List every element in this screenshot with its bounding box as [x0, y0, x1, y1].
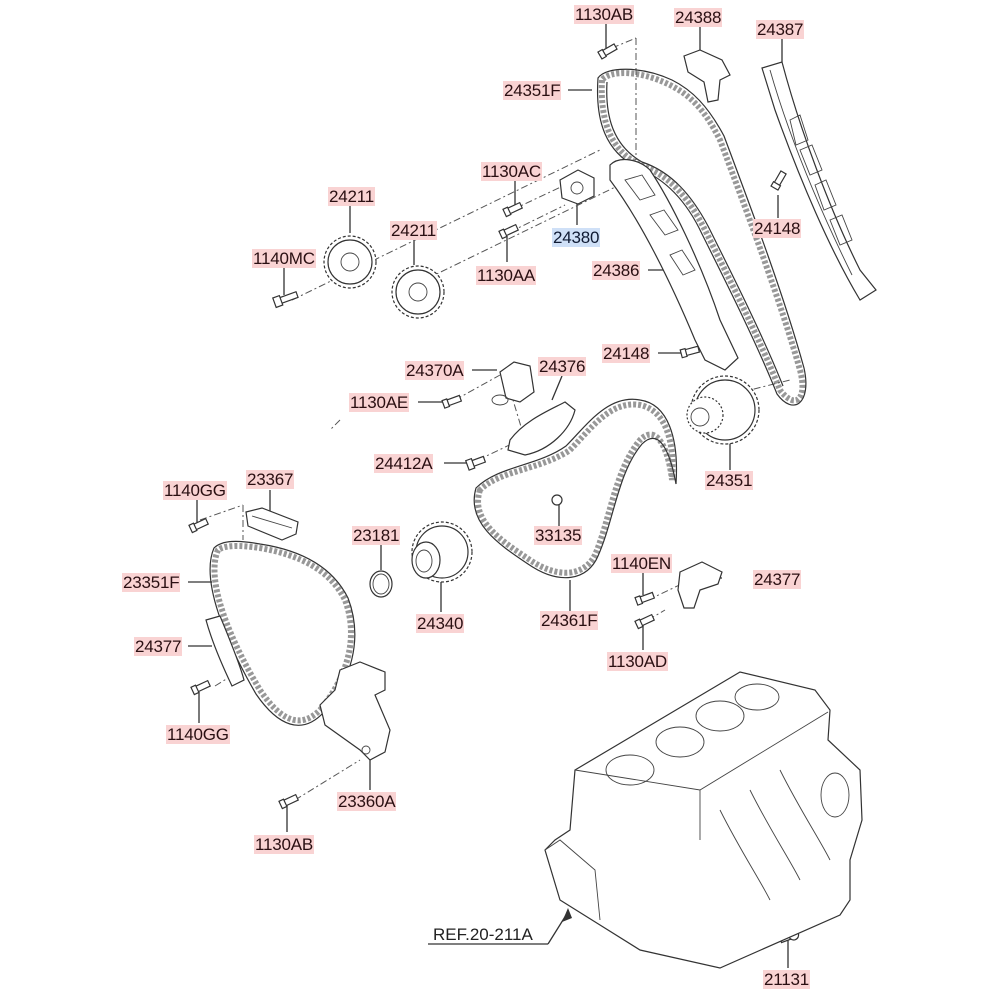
- tensioner-23360a: [319, 661, 391, 761]
- chain-guide-24388: [683, 49, 731, 103]
- sprocket-24351: [686, 375, 760, 445]
- tensioner-24370a: [491, 361, 535, 406]
- part-label-24148-mid[interactable]: 24148: [602, 344, 651, 363]
- part-label-1140gg-top[interactable]: 1140GG: [163, 481, 227, 500]
- bolts: [188, 43, 800, 944]
- part-label-24377-left[interactable]: 24377: [134, 637, 183, 656]
- part-label-1130ab-top[interactable]: 1130AB: [574, 5, 635, 24]
- sprocket-24340: [411, 521, 473, 583]
- part-label-24377-right[interactable]: 24377: [753, 570, 802, 589]
- part-label-1140mc[interactable]: 1140MC: [252, 249, 316, 268]
- part-label-1140gg-bottom[interactable]: 1140GG: [166, 725, 230, 744]
- part-label-1130ad[interactable]: 1130AD: [607, 652, 668, 671]
- part-label-1130ae[interactable]: 1130AE: [349, 393, 410, 412]
- part-label-24412a[interactable]: 24412A: [374, 454, 434, 473]
- part-label-21131[interactable]: 21131: [763, 970, 811, 989]
- part-label-23351f[interactable]: 23351F: [122, 573, 181, 592]
- part-label-24387[interactable]: 24387: [756, 20, 805, 39]
- chain-guide-24377-left: [205, 615, 245, 687]
- part-label-24211-b[interactable]: 24211: [390, 221, 438, 240]
- part-label-24380[interactable]: 24380: [552, 228, 601, 247]
- part-label-23181[interactable]: 23181: [352, 526, 401, 545]
- part-label-24376[interactable]: 24376: [538, 357, 587, 376]
- part-label-24211-a[interactable]: 24211: [328, 187, 376, 206]
- part-label-33135[interactable]: 33135: [534, 526, 583, 545]
- part-label-1140en[interactable]: 1140EN: [611, 554, 672, 573]
- part-label-24388[interactable]: 24388: [674, 8, 723, 27]
- part-label-24386[interactable]: 24386: [592, 261, 641, 280]
- part-label-1130ac[interactable]: 1130AC: [481, 162, 542, 181]
- gears-24211: [323, 235, 445, 319]
- reference-arrow: [428, 908, 572, 945]
- chain-guide-23367: [245, 507, 299, 541]
- part-label-24361f[interactable]: 24361F: [540, 611, 599, 630]
- tensioner-24380: [559, 169, 595, 205]
- part-label-1130ab-bottom[interactable]: 1130AB: [254, 835, 315, 854]
- o-ring-23181: [369, 570, 393, 598]
- chain-guide-24377-right: [677, 561, 723, 609]
- part-label-24351f[interactable]: 24351F: [503, 81, 562, 100]
- part-label-23367[interactable]: 23367: [246, 470, 295, 489]
- part-label-23360a[interactable]: 23360A: [337, 792, 397, 811]
- assembly-lines: [199, 37, 791, 936]
- chain-guide-24386: [609, 158, 739, 371]
- part-label-1130aa[interactable]: 1130AA: [476, 266, 537, 285]
- part-label-24148-top[interactable]: 24148: [753, 219, 802, 238]
- lower-chain-24361f: [473, 398, 678, 579]
- reference-label[interactable]: REF.20-211A: [433, 925, 533, 944]
- part-label-24351[interactable]: 24351: [705, 471, 754, 490]
- chain-guide-24387: [761, 61, 877, 301]
- part-label-24340[interactable]: 24340: [416, 614, 465, 633]
- part-label-24370a[interactable]: 24370A: [405, 361, 465, 380]
- engine-block: [544, 671, 863, 969]
- tensioner-arm-24376: [507, 401, 576, 456]
